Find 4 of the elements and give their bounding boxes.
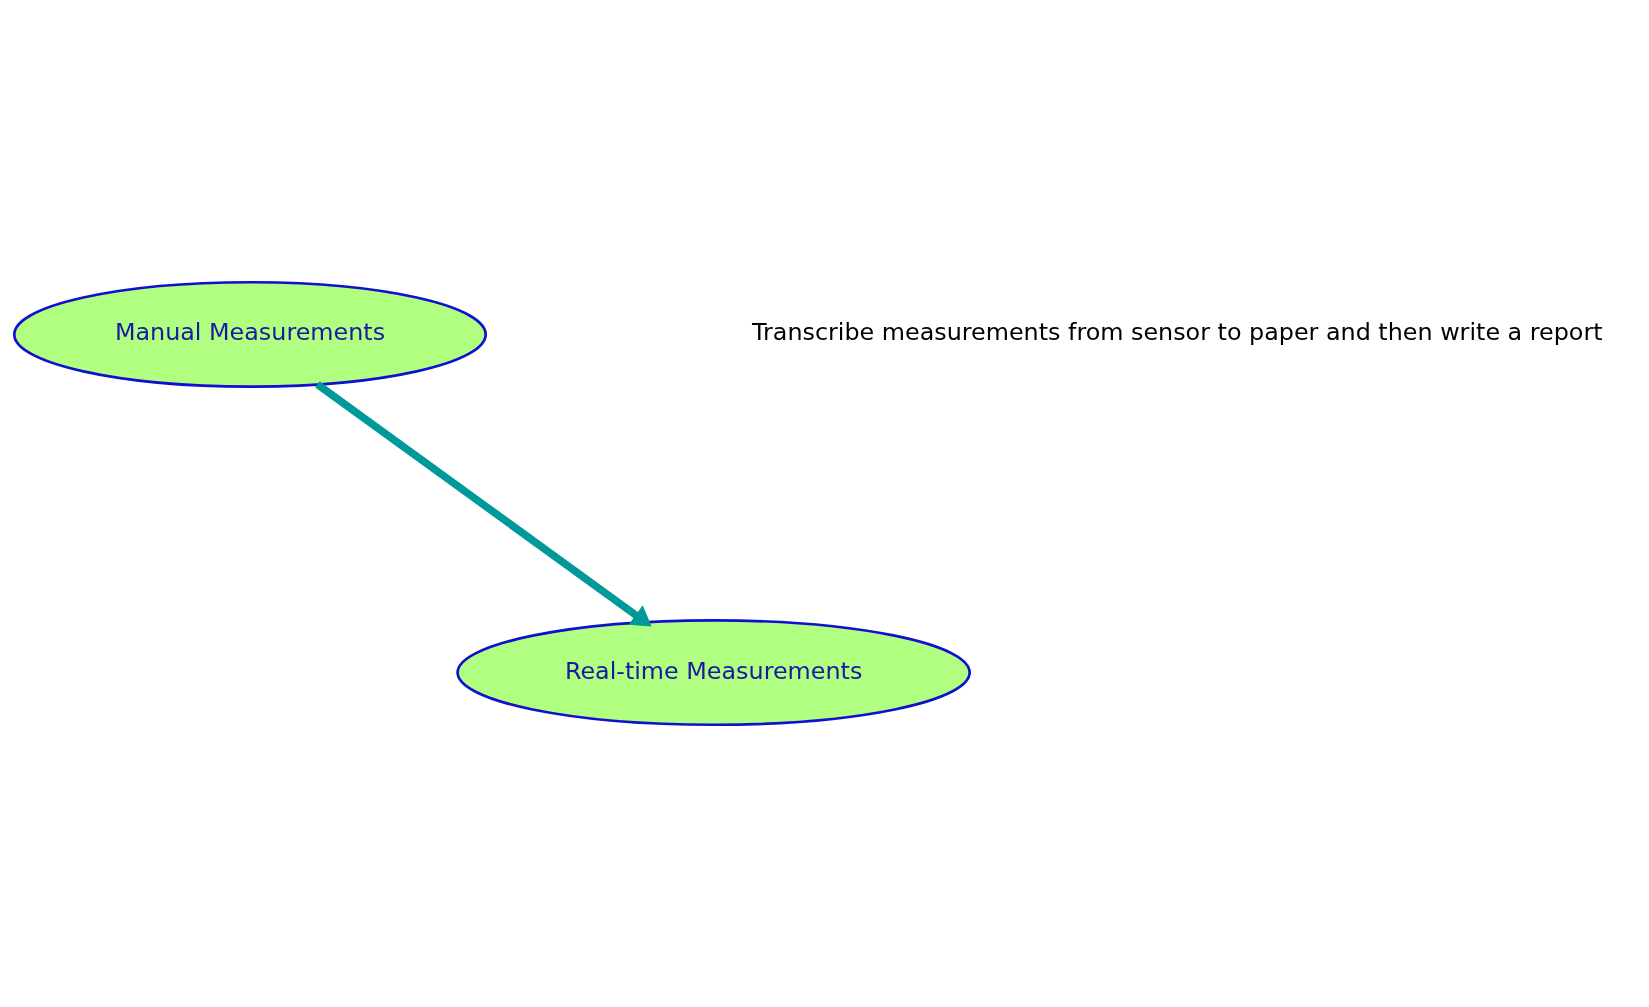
node-ellipse: Real-time Measurements [456,619,971,727]
node-ellipse: Manual Measurements [12,280,488,388]
arrow [315,381,652,627]
label: Transcribe measurements from sensor to paper and then write a report [751,318,1603,347]
